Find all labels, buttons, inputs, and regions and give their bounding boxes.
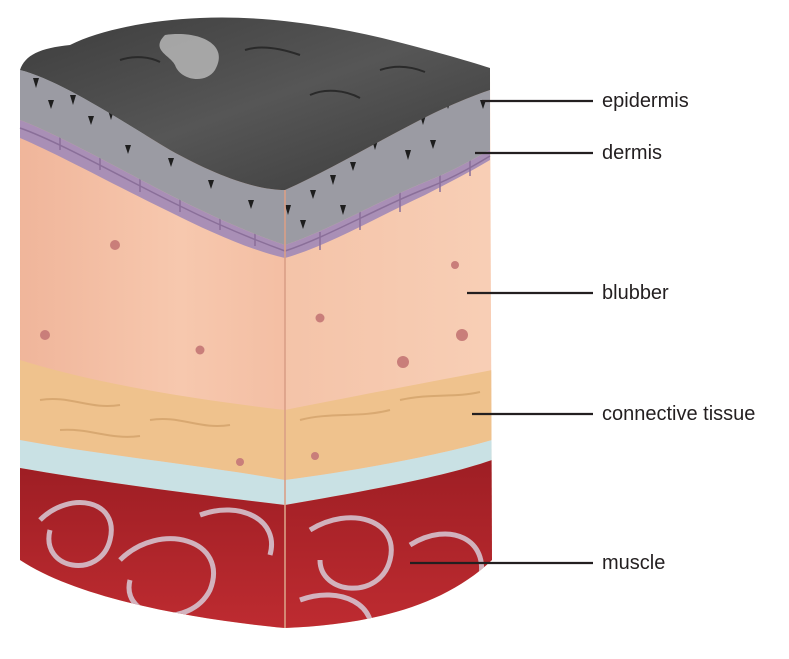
epidermis-label: epidermis <box>602 89 689 113</box>
muscle-label: muscle <box>602 551 665 575</box>
connective-tissue-label: connective tissue <box>602 402 755 426</box>
blubber-label: blubber <box>602 281 669 305</box>
dermis-label: dermis <box>602 141 662 165</box>
